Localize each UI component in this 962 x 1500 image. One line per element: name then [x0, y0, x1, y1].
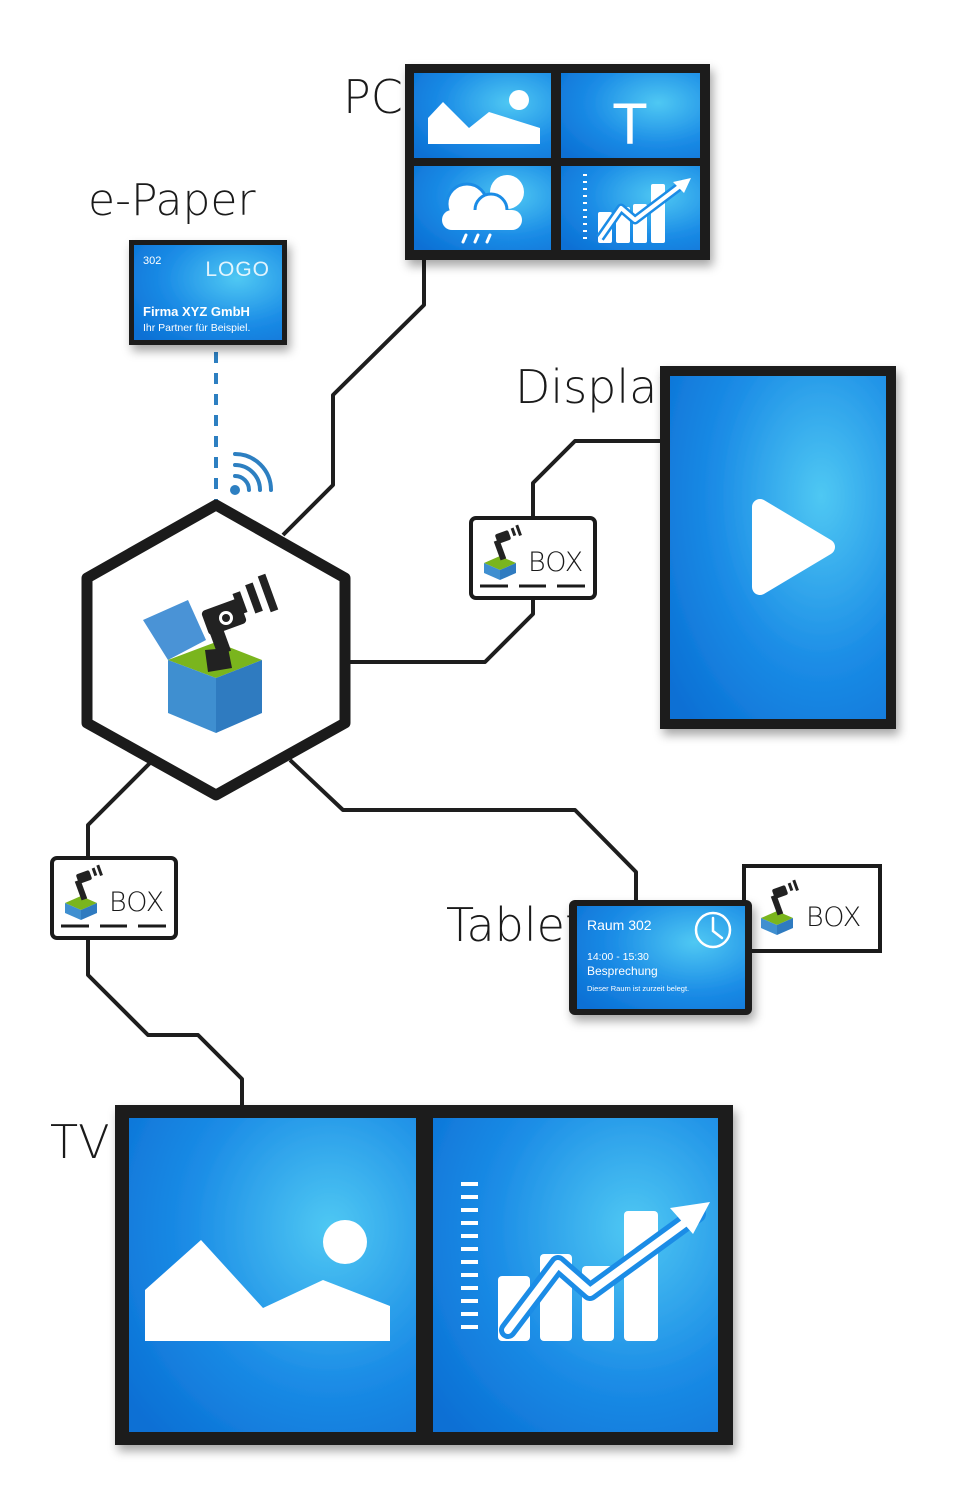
line-hub-pc [281, 258, 426, 537]
line-hub-display-box [345, 598, 535, 664]
connector-lines [86, 258, 660, 1106]
hub-box-logo-icon [143, 573, 279, 733]
image-icon [428, 90, 540, 144]
box-label: BOX [109, 887, 164, 918]
chart-icon [583, 174, 691, 243]
tablet-label: Tablet [446, 898, 583, 952]
box-label: BOX [806, 902, 861, 933]
epaper-device [129, 240, 287, 345]
epaper-room: 302 [143, 255, 161, 267]
box-label: BOX [528, 547, 583, 578]
tablet-time: 14:00 - 15:30 [587, 951, 649, 963]
epaper-label: e-Paper [88, 175, 256, 226]
play-icon [752, 499, 835, 595]
epaper-logo: LOGO [205, 258, 270, 281]
tablet-room: Raum 302 [587, 917, 652, 933]
box-node-tv: BOX [50, 856, 178, 940]
tablet-event: Besprechung [587, 964, 658, 978]
pc-label: PC [343, 70, 403, 124]
line-hub-tablet [288, 758, 638, 900]
weather-icon [442, 175, 524, 244]
hub-node [81, 499, 351, 801]
tablet-status: Dieser Raum ist zurzeit belegt. [587, 984, 689, 993]
wifi-signal-icon [230, 452, 273, 495]
line-box-display [531, 439, 660, 518]
line-hub-tv-box [86, 761, 152, 858]
tv-image-icon [145, 1220, 390, 1341]
box-node-tablet: BOX [742, 864, 882, 953]
text-icon: T [612, 92, 647, 157]
line-tvbox-tv [86, 938, 244, 1106]
box-node-display: BOX [469, 516, 597, 600]
display-label: Display [515, 360, 685, 414]
tablet-device [569, 900, 752, 1015]
tv-chart-icon [461, 1182, 710, 1341]
epaper-tagline: Ihr Partner für Beispiel. [143, 322, 250, 334]
clock-icon [694, 911, 732, 949]
epaper-company: Firma XYZ GmbH [143, 304, 250, 319]
tv-label: TV [50, 1115, 110, 1169]
